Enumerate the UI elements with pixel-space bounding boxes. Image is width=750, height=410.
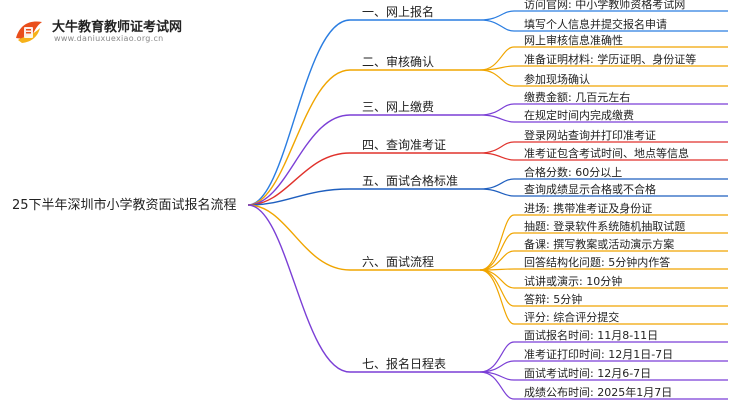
connector-branch-leaf	[479, 69, 515, 87]
connector-root-branch	[247, 204, 351, 373]
leaf-label[interactable]: 面试考试时间: 12月6-7日	[524, 367, 651, 380]
connector-branch-leaf	[479, 178, 515, 190]
connector-branch-leaf	[479, 250, 515, 271]
logo-mark-icon	[16, 21, 42, 43]
leaf-label[interactable]: 合格分数: 60分以上	[524, 165, 622, 179]
leaf-label[interactable]: 评分: 综合评分提交	[524, 310, 619, 324]
connector-branch-leaf	[479, 19, 515, 32]
branch-label[interactable]: 二、审核确认	[362, 54, 434, 69]
connector-root-branch	[247, 204, 351, 271]
root-node[interactable]: 25下半年深圳市小学教资面试报名流程	[12, 197, 237, 213]
branch-label[interactable]: 一、网上报名	[362, 4, 434, 19]
leaf-label[interactable]: 准备证明材料: 学历证明、身份证等	[524, 52, 696, 66]
leaf-label[interactable]: 参加现场确认	[524, 72, 590, 86]
leaf-label[interactable]: 准考证包含考试时间、地点等信息	[524, 146, 689, 160]
connector-branch-leaf	[479, 65, 515, 71]
leaf-label[interactable]: 面试报名时间: 11月8-11日	[524, 328, 658, 342]
leaf-label[interactable]: 回答结构化问题: 5分钟内作答	[524, 255, 670, 269]
leaf-label[interactable]: 准考证打印时间: 12月1日-7日	[524, 347, 673, 361]
connector-root-branch	[247, 69, 351, 206]
connector-root-branch	[247, 114, 351, 206]
leaf-label[interactable]: 试讲或演示: 10分钟	[524, 274, 622, 288]
leaf-label[interactable]: 进场: 携带准考证及身份证	[524, 201, 652, 215]
connector-branch-leaf	[479, 114, 515, 123]
leaf-label[interactable]: 登录网站查询并打印准考证	[524, 128, 656, 142]
connector-branch-leaf	[479, 141, 515, 154]
connector-branch-leaf	[479, 188, 515, 197]
leaf-label[interactable]: 缴费金额: 几百元左右	[524, 90, 630, 104]
leaf-label[interactable]: 答辩: 5分钟	[524, 292, 582, 306]
leaf-label[interactable]: 成绩公布时间: 2025年1月7日	[524, 385, 672, 399]
connector-root-branch	[247, 188, 351, 206]
connector-root-branch	[247, 19, 351, 206]
connector-branch-leaf	[479, 341, 515, 373]
branch-label[interactable]: 三、网上缴费	[362, 99, 434, 114]
connector-branch-leaf	[479, 360, 515, 373]
connector-branch-leaf	[479, 10, 515, 21]
leaf-label[interactable]: 访问官网: 中小学教师资格考试网	[524, 0, 685, 11]
site-logo[interactable]: 大牛教育教师证考试网 www.daniuxuexiao.org.cn	[14, 16, 224, 48]
connector-branch-leaf	[479, 269, 515, 289]
logo-url: www.daniuxuexiao.org.cn	[54, 34, 164, 43]
branch-label[interactable]: 四、查询准考证	[362, 138, 446, 152]
connector-branch-leaf	[479, 152, 515, 161]
connector-branch-leaf	[479, 214, 515, 271]
branch-label[interactable]: 六、面试流程	[362, 254, 434, 269]
leaf-label[interactable]: 查询成绩显示合格或不合格	[524, 182, 656, 196]
leaf-label[interactable]: 在规定时间内完成缴费	[524, 108, 634, 122]
leaf-label[interactable]: 抽题: 登录软件系统随机抽取试题	[524, 219, 685, 233]
branch-label[interactable]: 七、报名日程表	[362, 356, 446, 371]
leaf-label[interactable]: 填写个人信息并提交报名申请	[524, 17, 667, 31]
branch-label[interactable]: 五、面试合格标准	[362, 173, 458, 188]
leaf-label[interactable]: 备课: 撰写教案或活动演示方案	[524, 237, 674, 251]
connector-branch-leaf	[479, 371, 515, 400]
connector-root-branch	[247, 152, 351, 206]
connector-branch-leaf	[479, 269, 515, 325]
connector-branch-leaf	[479, 103, 515, 116]
leaf-label[interactable]: 网上审核信息准确性	[524, 33, 623, 47]
logo-title: 大牛教育教师证考试网	[52, 20, 183, 35]
